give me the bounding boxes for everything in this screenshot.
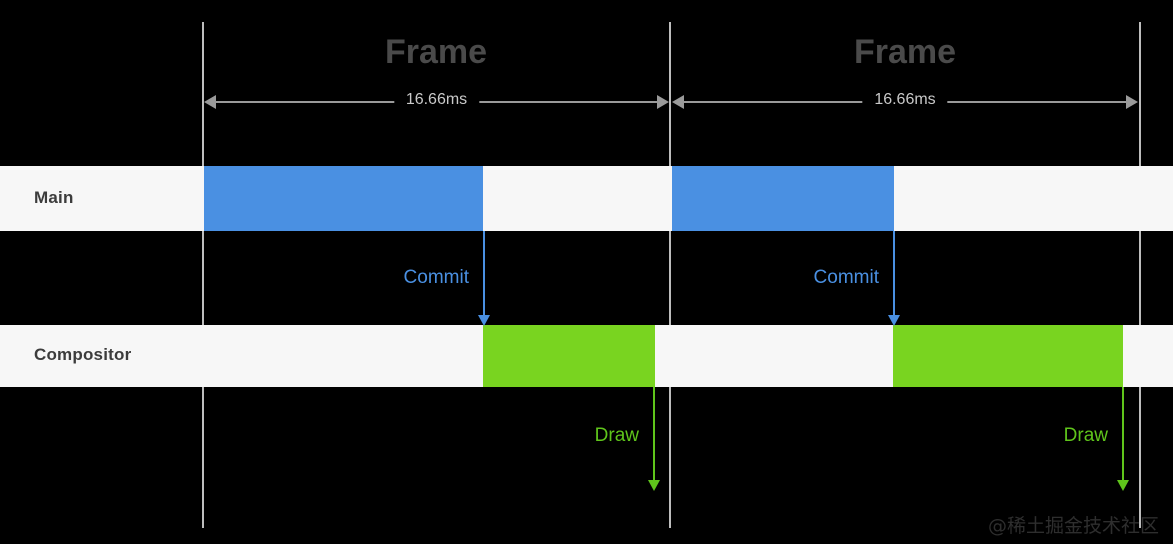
frame-duration-dimension-2: 16.66ms — [672, 88, 1138, 118]
draw-label-1: Draw — [594, 425, 639, 446]
frame-duration-label-1: 16.66ms — [393, 91, 480, 109]
watermark: @稀土掘金技术社区 — [987, 515, 1159, 537]
task-bar-compositor-2 — [893, 325, 1123, 387]
lane-main: Main — [0, 166, 1173, 231]
frame-divider-line-1 — [202, 22, 204, 528]
frame-title-2: Frame — [853, 33, 957, 71]
arrow-right-icon — [1126, 95, 1138, 109]
lane-label-main: Main — [34, 188, 74, 207]
draw-label-2: Draw — [1063, 425, 1108, 446]
lane-label-compositor: Compositor — [34, 345, 132, 364]
task-bar-compositor-1 — [483, 325, 655, 387]
arrow-left-icon — [672, 95, 684, 109]
arrow-down-icon — [648, 480, 660, 491]
arrow-left-icon — [204, 95, 216, 109]
commit-arrow-shaft — [893, 231, 895, 315]
task-bar-main-2 — [672, 166, 894, 231]
draw-arrow-shaft — [1122, 387, 1124, 480]
arrow-down-icon — [478, 315, 490, 326]
frame-divider-line-3 — [1139, 22, 1141, 528]
commit-arrow-shaft — [483, 231, 485, 315]
arrow-right-icon — [657, 95, 669, 109]
frame-divider-line-2 — [669, 22, 671, 528]
commit-label-1: Commit — [403, 267, 469, 288]
commit-label-2: Commit — [813, 267, 879, 288]
arrow-down-icon — [1117, 480, 1129, 491]
frame-title-1: Frame — [384, 33, 488, 71]
draw-arrow-shaft — [653, 387, 655, 480]
arrow-down-icon — [888, 315, 900, 326]
frame-duration-dimension-1: 16.66ms — [204, 88, 669, 118]
frame-duration-label-2: 16.66ms — [862, 91, 948, 109]
task-bar-main-1 — [204, 166, 483, 231]
